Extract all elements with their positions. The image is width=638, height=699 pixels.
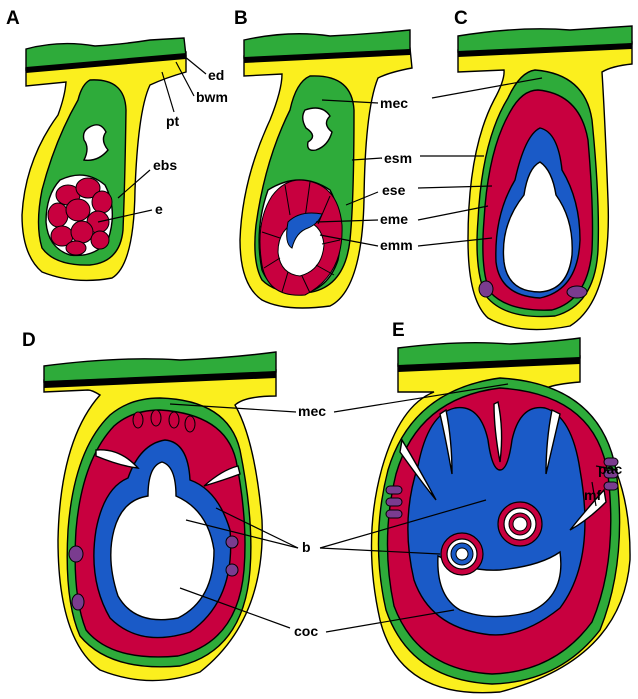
panel-d-letter: D	[22, 330, 36, 351]
panel-b-letter: B	[234, 8, 248, 29]
panel-a-letter: A	[6, 8, 20, 29]
panel-c-purple-cell-right	[567, 286, 587, 298]
panel-a: A ed bwm pt eb	[6, 8, 228, 280]
panel-e-purple-cells-left	[386, 486, 402, 518]
label-ebs: ebs	[153, 157, 177, 173]
panel-b: B mec esm ese eme emm	[234, 8, 413, 308]
label-esm: esm	[384, 150, 412, 166]
panel-d-purple-cell-3	[226, 536, 238, 548]
label-eme: eme	[380, 211, 408, 227]
panel-e: E	[320, 320, 630, 693]
label-emm: emm	[380, 237, 413, 253]
panel-c-purple-cell-left	[479, 281, 493, 297]
label-mec-d: mec	[298, 403, 326, 419]
panel-c-letter: C	[454, 8, 468, 29]
label-pt: pt	[166, 113, 180, 129]
label-ed: ed	[208, 67, 224, 83]
panel-d: D mec b coc	[22, 330, 326, 681]
panel-d-purple-cell-2	[72, 594, 84, 610]
panel-e-ring-left	[441, 533, 483, 575]
panel-d-purple-cell-4	[226, 564, 238, 576]
panel-e-letter: E	[392, 320, 405, 341]
panel-d-purple-cell-1	[69, 546, 83, 562]
label-ese: ese	[382, 182, 406, 198]
lead-ed	[184, 56, 206, 74]
label-bwm: bwm	[196, 89, 228, 105]
label-mf: mf	[584, 487, 601, 503]
label-coc: coc	[294, 623, 318, 639]
label-pac: pac	[598, 461, 622, 477]
panel-e-ring-right	[498, 502, 542, 546]
label-e: e	[155, 201, 163, 217]
label-mec-b: mec	[380, 95, 408, 111]
label-b: b	[302, 539, 311, 555]
panel-c: C	[418, 8, 632, 330]
